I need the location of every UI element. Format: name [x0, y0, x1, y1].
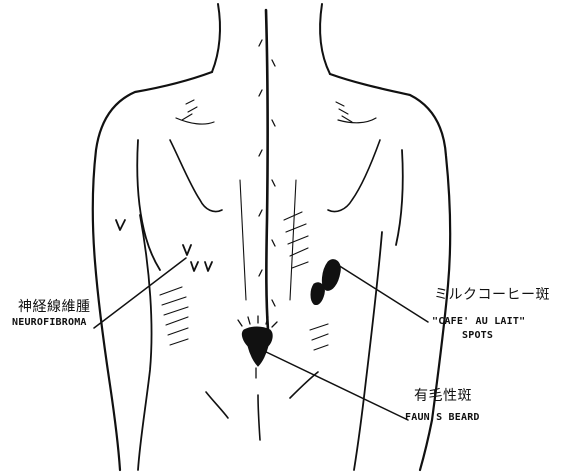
cafe-au-lait-spot — [322, 260, 340, 291]
gluteal-cleft — [258, 395, 260, 440]
right-arm-inner — [396, 150, 403, 245]
neurofibroma-leader-line — [94, 258, 186, 328]
neck-outline — [212, 4, 220, 72]
cafe-au-lait-spot — [311, 283, 324, 305]
neurofibroma-label-english: NEUROFIBROMA — [12, 318, 87, 328]
faun-beard-label-japanese: 有毛性斑 — [414, 389, 472, 403]
left-arm-inner — [137, 140, 160, 270]
neurofibroma-nodule — [191, 262, 198, 271]
neurofibroma-nodule — [205, 262, 212, 271]
buttock-outline — [290, 372, 318, 398]
faun-beard-leader-line — [262, 350, 408, 420]
faun-beard-label-english: FAUN'S BEARD — [405, 413, 480, 423]
neck-outline — [320, 4, 330, 74]
lower-back-shading-left — [160, 287, 188, 345]
cafe-au-lait-leader-line — [338, 265, 428, 322]
right-torso-outline — [354, 232, 382, 470]
left-scapula — [170, 140, 222, 212]
left-scapula-detail — [176, 118, 214, 124]
cafe-au-lait-label-japanese: ミルクコーヒー斑 — [434, 288, 550, 302]
left-torso-outline — [138, 215, 152, 470]
skin-mark — [116, 220, 125, 230]
neurofibroma-nodule — [183, 245, 191, 255]
neurofibroma-label-japanese: 神経線維腫 — [18, 300, 91, 314]
cafe-au-lait-label-english-spots: SPOTS — [462, 331, 493, 341]
faun-beard-tuft — [242, 327, 272, 366]
right-scapula — [328, 140, 380, 212]
spine-line — [266, 10, 268, 330]
right-scapula-detail — [338, 118, 376, 123]
buttock-outline — [206, 392, 228, 418]
cafe-au-lait-label-english: "CAFE' AU LAIT" — [432, 317, 525, 327]
